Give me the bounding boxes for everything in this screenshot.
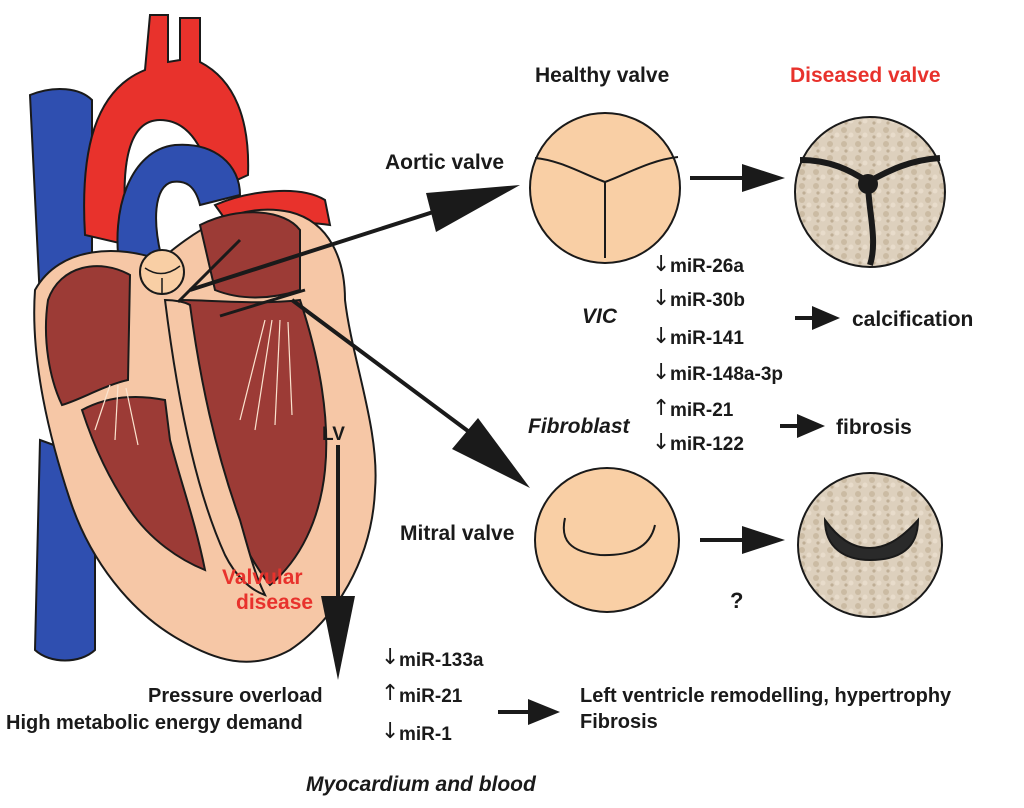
label-question: ? xyxy=(730,588,744,613)
chordae-left xyxy=(239,319,293,431)
healthy-mitral-valve xyxy=(534,467,680,613)
label-aortic-valve: Aortic valve xyxy=(385,151,505,174)
caption-myocardium-blood: Myocardium and blood xyxy=(306,773,536,796)
label-disease: disease xyxy=(236,591,314,614)
arrow-lv-down-head xyxy=(321,596,355,680)
mir-name: miR-1 xyxy=(399,724,452,745)
mitral-section-line xyxy=(219,288,306,318)
mir-name: miR-133a xyxy=(399,650,484,671)
left-atrium xyxy=(198,211,301,299)
header-diseased-valve: Diseased valve xyxy=(790,64,941,87)
label-vic: VIC xyxy=(582,305,618,328)
label-fibroblast: Fibroblast xyxy=(528,415,630,438)
aorta xyxy=(83,14,250,247)
mir-name: miR-26a xyxy=(670,256,744,277)
up-arrow-icon: ↑ xyxy=(381,681,400,706)
label-calcification: calcification xyxy=(852,308,974,331)
label-lv-remodelling: Left ventricle remodelling, hypertrophy xyxy=(580,685,952,707)
down-arrow-icon: ↓ xyxy=(652,286,671,311)
label-fibrosis: fibrosis xyxy=(836,416,912,439)
up-arrow-icon: ↑ xyxy=(652,396,671,421)
down-arrow-icon: ↓ xyxy=(652,360,671,385)
diseased-aortic-valve xyxy=(794,116,946,268)
down-arrow-icon: ↓ xyxy=(652,430,671,455)
label-valvular: Valvular xyxy=(222,566,303,589)
label-pressure-overload: Pressure overload xyxy=(148,685,323,707)
right-ventricle xyxy=(80,396,207,572)
arrow-to-aortic xyxy=(189,203,456,292)
label-metabolic-demand: High metabolic energy demand xyxy=(6,712,303,734)
label-lv: LV xyxy=(322,424,345,445)
down-arrow-icon: ↓ xyxy=(381,645,400,670)
down-arrow-icon: ↓ xyxy=(381,719,400,744)
septum xyxy=(163,298,267,597)
aortic-section-line xyxy=(176,238,242,304)
header-healthy-valve: Healthy valve xyxy=(535,64,670,87)
label-myocardial-fibrosis: Fibrosis xyxy=(580,711,658,733)
mir-name: miR-21 xyxy=(399,686,463,707)
healthy-aortic-valve xyxy=(529,112,681,264)
arrow-to-mitral xyxy=(290,298,482,442)
pulmonary-artery xyxy=(116,143,242,271)
right-atrium xyxy=(45,265,132,407)
mir-name: miR-141 xyxy=(670,328,744,349)
mir-name: miR-148a-3p xyxy=(670,364,783,385)
down-arrow-icon: ↓ xyxy=(652,324,671,349)
mir-name: miR-21 xyxy=(670,400,734,421)
chordae-right xyxy=(94,384,139,446)
heart-illustration xyxy=(28,14,377,663)
mir-name: miR-122 xyxy=(670,434,744,455)
down-arrow-icon: ↓ xyxy=(652,252,671,277)
diseased-mitral-valve xyxy=(797,472,943,618)
label-mitral-valve: Mitral valve xyxy=(400,522,515,545)
arrow-to-aortic-head xyxy=(426,185,520,232)
arrow-to-mitral-head xyxy=(452,418,530,488)
mir-name: miR-30b xyxy=(670,290,745,311)
